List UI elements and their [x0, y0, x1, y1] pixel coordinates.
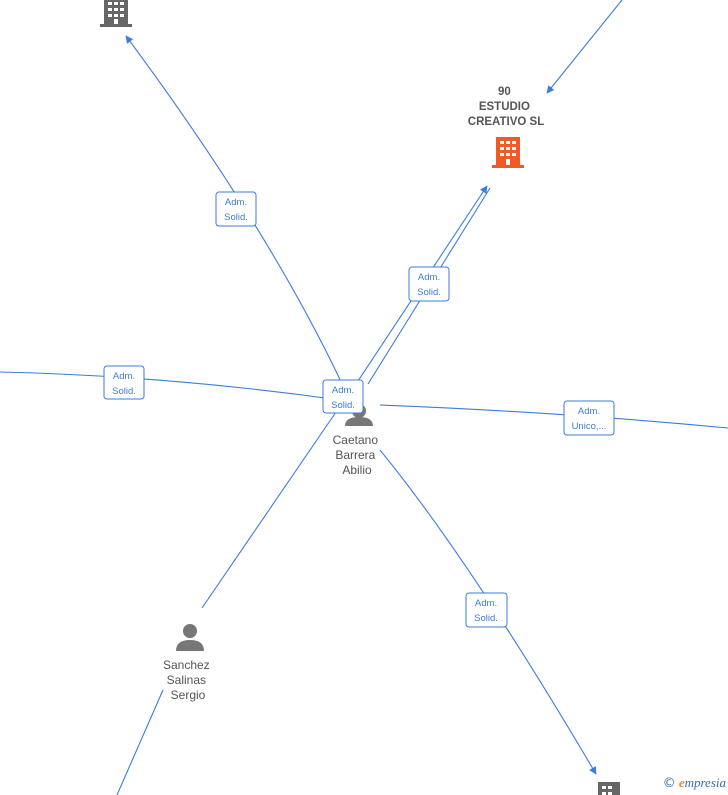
company-top-building-icon[interactable] [100, 0, 132, 27]
edge-to-right [379, 404, 728, 429]
edge-label-line: Solid. [224, 212, 248, 223]
edge-label-to-company-main[interactable]: Adm. Solid. [408, 266, 450, 302]
edge-label-line: Solid. [112, 386, 136, 397]
company-main-label[interactable]: 90 ESTUDIO CREATIVO SL [468, 86, 544, 128]
person-sanchez-label[interactable]: Sanchez Salinas Sergio [163, 658, 213, 702]
empresia-watermark[interactable]: © empresia [663, 775, 726, 791]
company-main-label-line: 90 [498, 86, 511, 98]
person-center-label-line: Caetano [333, 433, 379, 447]
company-main-building-icon[interactable] [492, 137, 524, 168]
person-sanchez-label-line: Salinas [167, 673, 206, 687]
edge-label-to-company-bottom[interactable]: Adm. Solid. [465, 592, 508, 628]
company-main-label-line: CREATIVO SL [468, 116, 544, 128]
copyright-symbol: © [662, 776, 676, 791]
edge-sanchez-down [116, 689, 164, 795]
person-sanchez-label-line: Sergio [171, 688, 206, 702]
person-center-label-line: Abilio [342, 463, 372, 477]
person-center-label[interactable]: Caetano Barrera Abilio [333, 433, 382, 477]
edge-label-center[interactable]: Adm. Solid. [322, 379, 364, 414]
edge-to-left [0, 371, 341, 401]
edge-label-line: Adm. [113, 371, 135, 382]
brand-name: mpresia [684, 775, 726, 790]
edge-label-line: Adm. [418, 272, 440, 283]
brand-initial: e [678, 775, 685, 790]
edge-label-line: Adm. [225, 197, 247, 208]
person-sanchez-label-line: Sanchez [163, 658, 210, 672]
company-bottom-building-icon[interactable] [598, 782, 620, 795]
edge-to-company-bottom [379, 449, 597, 775]
edge-label-to-left[interactable]: Adm. Solid. [103, 365, 145, 400]
edge-label-line: Solid. [331, 400, 355, 411]
company-main-label-line: ESTUDIO [479, 101, 530, 113]
edge-label-line: Adm. [332, 385, 354, 396]
edge-label-to-right[interactable]: Adm. Unico,... [563, 400, 615, 436]
edge-incoming-top-right [546, 0, 623, 94]
person-sanchez-icon[interactable] [176, 624, 204, 651]
edge-to-sanchez [201, 411, 337, 609]
edge-label-line: Solid. [417, 287, 441, 298]
edge-label-line: Adm. [578, 406, 600, 417]
edge-label-to-company-top[interactable]: Adm. Solid. [215, 191, 257, 227]
person-center-label-line: Barrera [335, 448, 375, 462]
edge-label-line: Unico,... [572, 421, 607, 432]
edge-label-line: Adm. [475, 598, 497, 609]
edge-label-line: Solid. [474, 613, 498, 624]
